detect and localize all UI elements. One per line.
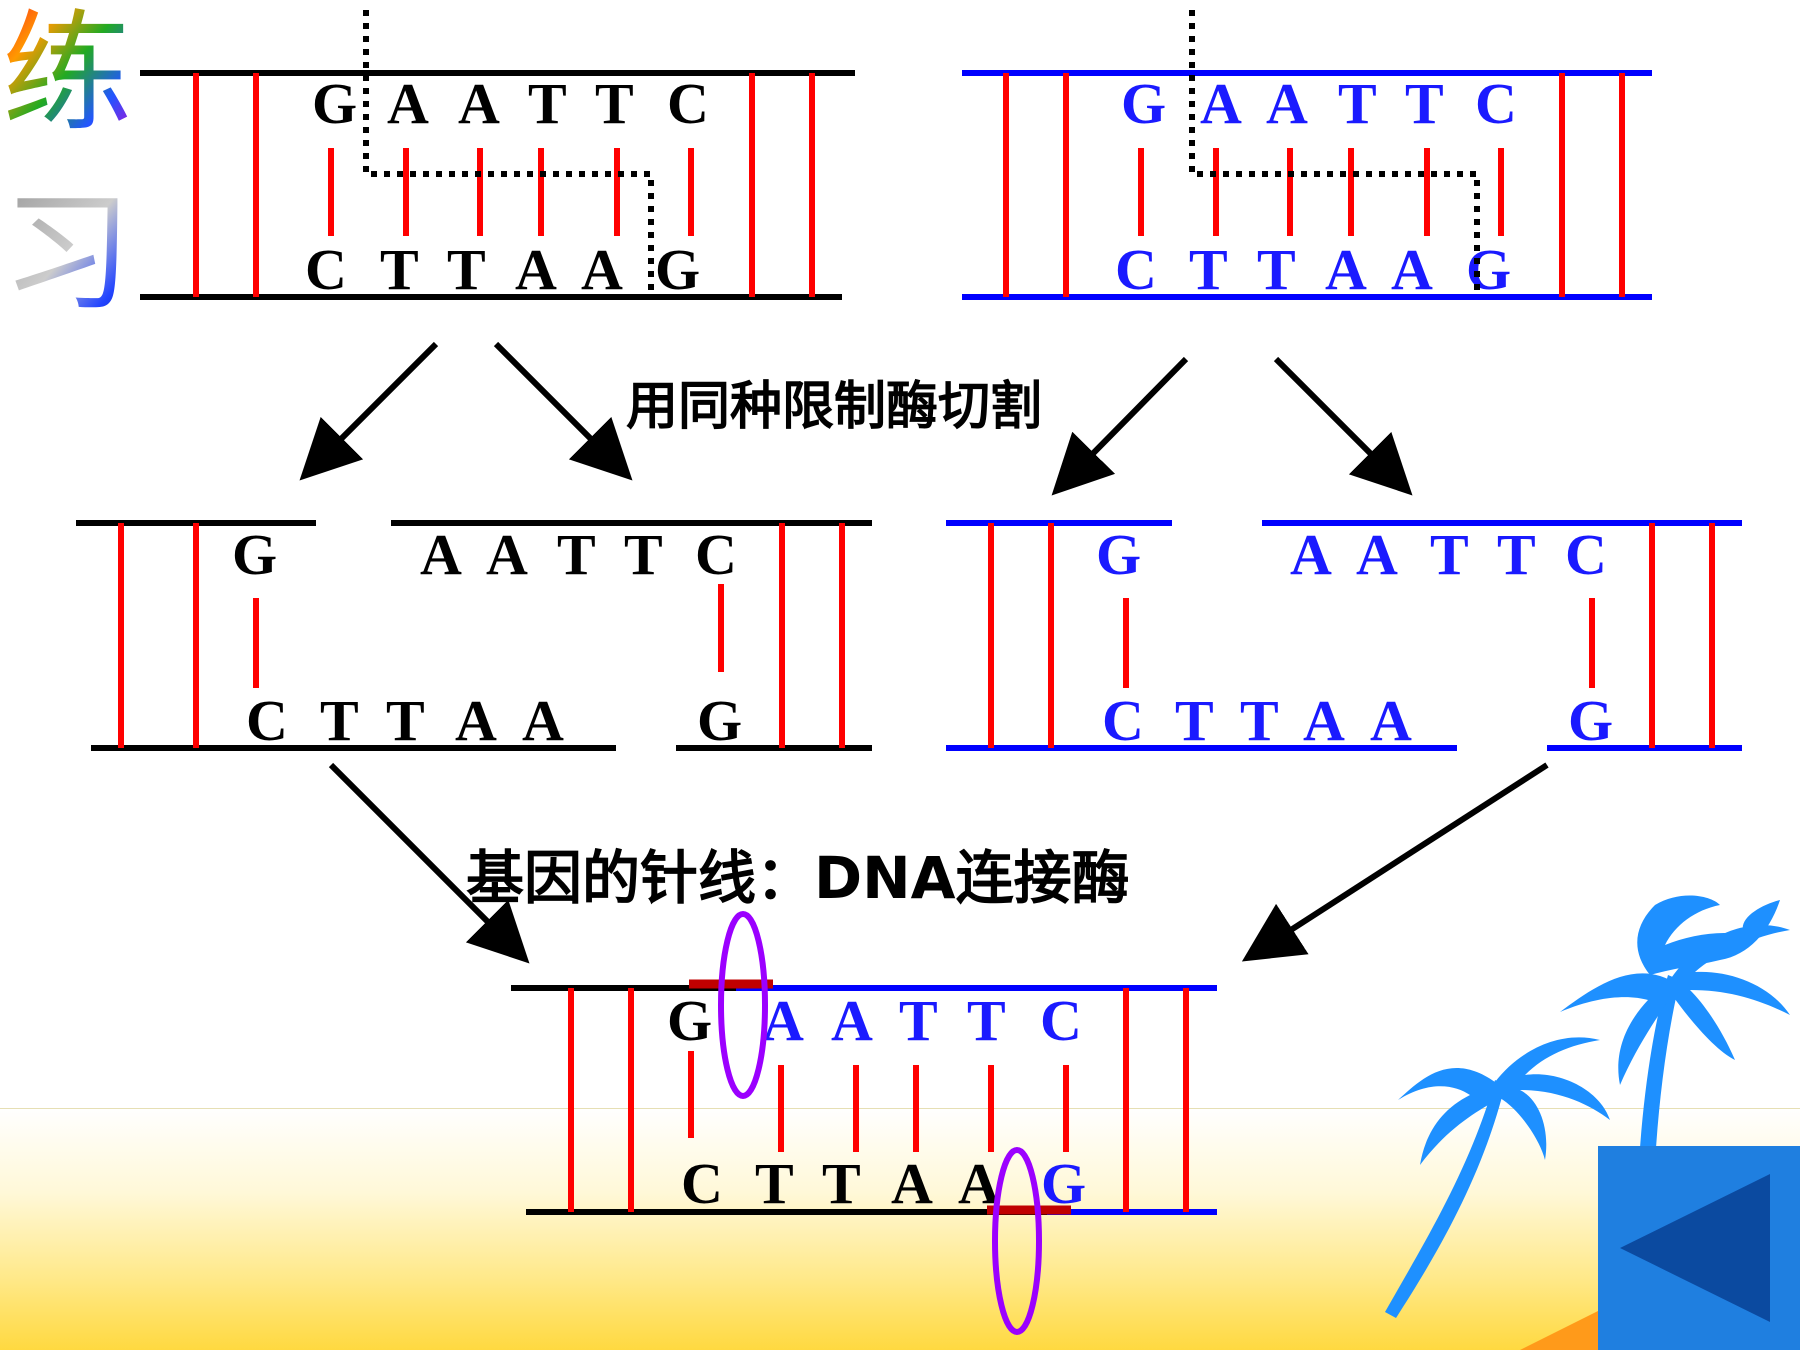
slide-label-char-2: 习 [2,177,132,329]
base-letter: C [246,688,288,753]
base-letter: T [967,988,1006,1053]
base-letter: C [1102,688,1144,753]
arrows-bottom [328,762,1549,964]
base-letter: T [899,988,938,1053]
base-letter: A [831,988,873,1053]
base-letter: T [1240,688,1279,753]
base-letter: T [1497,522,1536,587]
base-letter: A [1356,522,1398,587]
base-letter: G [1568,688,1613,753]
base-letter: C [1475,71,1517,136]
base-letter: A [486,522,528,587]
caption-cut: 用同种限制酶切割 [626,377,1042,437]
back-triangle-icon [1620,1174,1770,1322]
base-letter: A [581,237,623,302]
base-letter: T [755,1151,794,1216]
cut-site-line [363,10,654,297]
base-letter: A [420,522,462,587]
cut-site-line [1189,10,1480,297]
base-letter: T [1338,71,1377,136]
base-letter: A [458,71,500,136]
base-letter: C [681,1151,723,1216]
slide-label-char-1: 练 [2,0,132,149]
base-letter: G [697,688,742,753]
base-letter: T [447,237,486,302]
base-letter: C [695,522,737,587]
base-letter: G [1096,522,1141,587]
base-letter: T [386,688,425,753]
dna-mid-right: G A A T T C C T T A A G [946,520,1742,753]
base-letter: T [1405,71,1444,136]
base-letter: C [1040,988,1082,1053]
base-letter: A [958,1151,1000,1216]
base-letter: T [1430,522,1469,587]
base-letter: C [1565,522,1607,587]
base-letter: T [1257,237,1296,302]
base-pair-bonds [1138,148,1504,236]
dna-top-right: G A A T T C C T T A A G [962,10,1652,302]
ligation-circle-top [718,911,768,1099]
base-pair-bonds [328,148,694,236]
base-letter: G [667,988,712,1053]
slide-label: 练 习 [2,0,132,329]
base-letter: A [515,237,557,302]
slide-background-gradient [0,1108,1800,1350]
arrow [1051,356,1189,496]
base-letter: C [667,71,709,136]
base-letter: A [1370,688,1412,753]
arrow [299,341,439,481]
base-letter: G [232,522,277,587]
arrow [1241,762,1549,962]
base-letter: T [528,71,567,136]
base-letter: A [1290,522,1332,587]
dna-result: G A A T T C G C T T A A [511,911,1217,1335]
base-letter: G [1041,1151,1086,1216]
base-letter: A [1303,688,1345,753]
base-letter: C [305,237,347,302]
back-button[interactable] [1598,1146,1800,1350]
base-letter: A [1200,71,1242,136]
base-letter: C [1115,237,1157,302]
ligation-circle-bottom [992,1147,1042,1335]
base-letter: A [455,688,497,753]
base-letter: G [1466,237,1511,302]
arrows-top [299,341,1413,496]
base-letter: T [380,237,419,302]
base-letter: A [522,688,564,753]
base-letter: G [312,71,357,136]
palm-tree-icon [1385,895,1790,1318]
dna-mid-left: G A A T T C C T T A A G [76,520,872,753]
corner-wedge [1520,1310,1600,1350]
base-letter: T [822,1151,861,1216]
base-letter: T [320,688,359,753]
base-letter: T [1175,688,1214,753]
base-letter: A [1391,237,1433,302]
dna-top-left: G A A T T C C T T A A G [140,10,855,302]
base-letter: A [891,1151,933,1216]
base-letter: A [1325,237,1367,302]
base-letter: T [595,71,634,136]
arrow [493,341,633,481]
base-letter: A [1266,71,1308,136]
base-letter: T [624,522,663,587]
arrow [328,762,530,964]
caption-ligase: 基因的针线：DNA连接酶 [466,844,1130,912]
base-letter: A [762,988,804,1053]
base-letter: G [1121,71,1166,136]
base-letter: T [557,522,596,587]
base-letter: G [655,237,700,302]
base-letter: T [1189,237,1228,302]
horizon-line [0,1108,1800,1109]
base-letter: A [387,71,429,136]
arrow [1273,356,1413,496]
